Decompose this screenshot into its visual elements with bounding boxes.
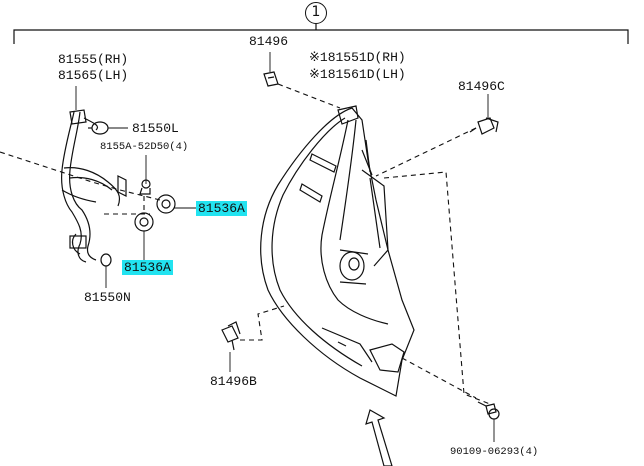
wire-harness [61,109,127,263]
label-lens-rh: ※181551D(RH) [309,50,406,65]
label-lens-lh: ※181561D(LH) [309,67,406,82]
label-socket-rh: 81555(RH) [58,52,129,67]
view-arrow [365,409,393,466]
bolt-8155a [139,179,151,195]
bulb-81550n [100,253,112,267]
assembly-callout: 1 [305,2,327,24]
label-clip-81496c: 81496C [458,79,505,94]
label-gasket-1[interactable]: 81536A [196,201,247,216]
assembly-bracket [13,29,629,44]
clip-81496b [221,321,241,351]
screw-90109 [477,401,500,420]
label-bulb-81550l: 81550L [132,121,179,136]
label-bulb-81550n: 81550N [84,290,131,305]
label-socket-lh: 81565(LH) [58,68,129,83]
gasket-1 [156,194,176,214]
label-clip-81496: 81496 [249,34,289,49]
clip-81496 [263,71,279,87]
label-clip-81496b: 81496B [210,374,257,389]
gasket-2 [134,212,154,232]
label-gasket-2[interactable]: 81536A [122,260,173,275]
tail-lamp-housing [260,105,415,397]
label-bulb-qty: 8155A-52D50(4) [100,141,189,153]
label-screw-90109: 90109-06293(4) [450,446,539,458]
clip-81496c [469,117,499,135]
